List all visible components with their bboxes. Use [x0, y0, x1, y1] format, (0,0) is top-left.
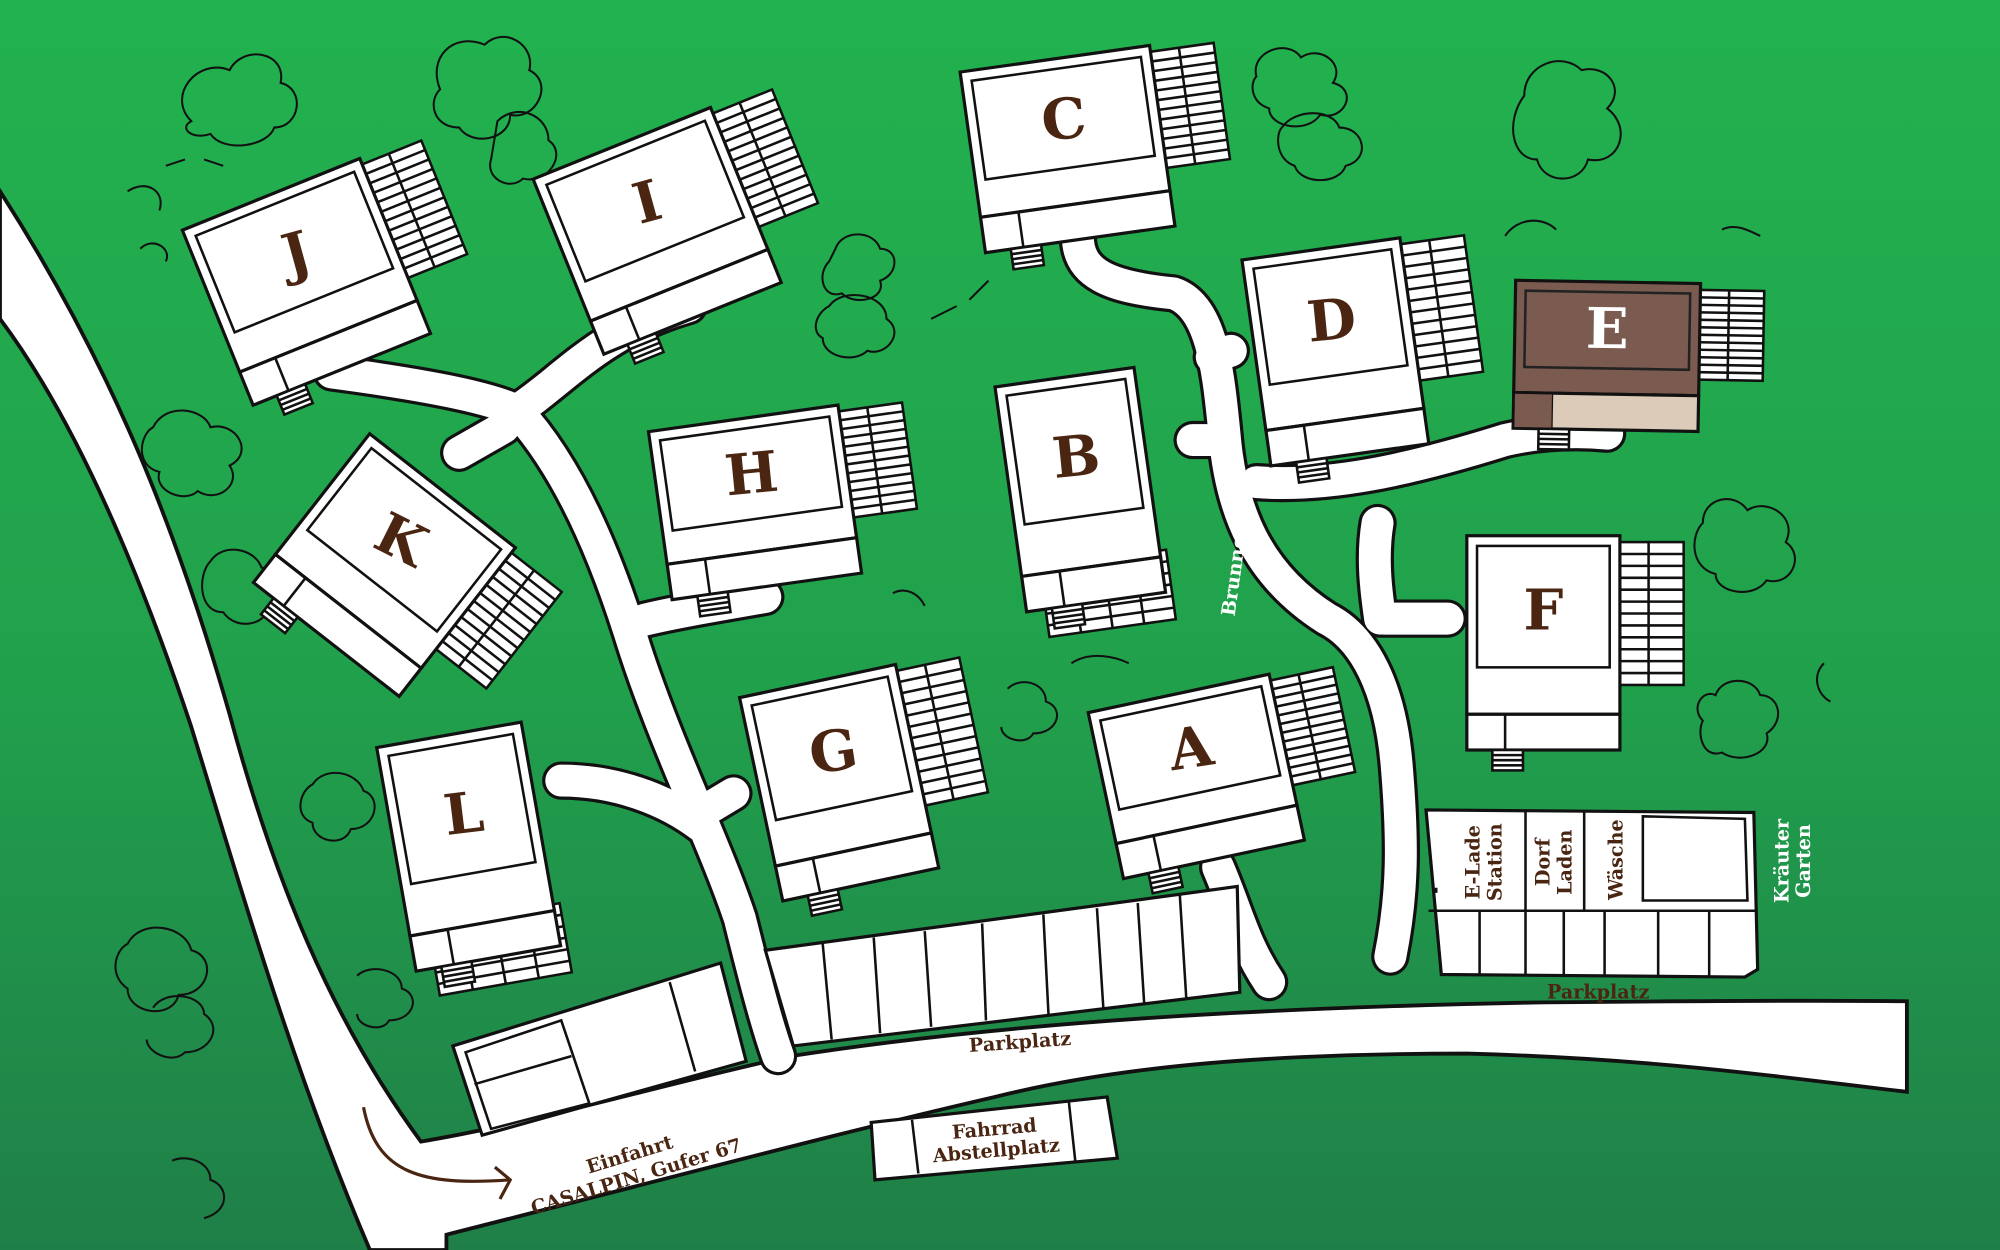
elade-line1: E-Lade	[1462, 825, 1485, 899]
building-k[interactable]: K	[241, 431, 566, 752]
elade-line2: Station	[1483, 823, 1506, 901]
entrance-arrow-icon	[361, 1106, 513, 1200]
building-label: E	[1585, 296, 1629, 363]
e-charging-label: E-Lade Station	[1462, 823, 1507, 901]
kraeuter-line1: Kräuter	[1770, 818, 1793, 903]
service-building-block	[1424, 808, 1760, 979]
dorf-line1: Dorf	[1532, 837, 1555, 886]
entrance-steps	[625, 331, 666, 366]
entrance-steps	[1294, 456, 1331, 485]
building-h[interactable]: H	[646, 396, 927, 620]
dorf-line2: Laden	[1553, 830, 1576, 895]
entrance-steps	[1146, 865, 1185, 895]
building-label: L	[440, 779, 487, 849]
building-b[interactable]: B	[993, 365, 1178, 640]
entrance-steps	[1050, 602, 1087, 630]
parking-block-left	[450, 960, 749, 1138]
entrance-steps	[1491, 748, 1525, 772]
entrance-steps	[259, 596, 300, 635]
kraeuter-line2: Garten	[1792, 824, 1815, 898]
entrance-steps	[275, 382, 315, 417]
trees	[114, 35, 1831, 1220]
building-i[interactable]: I	[531, 84, 848, 374]
building-label: F	[1523, 578, 1563, 644]
entrance-steps	[1009, 243, 1046, 271]
balcony-stairs	[1691, 288, 1766, 383]
main-road	[0, 187, 1909, 1250]
village-shop-label: Dorf Laden	[1532, 830, 1577, 895]
building-label: D	[1304, 285, 1359, 355]
building-l[interactable]: L	[374, 720, 574, 999]
balcony-stairs	[705, 87, 820, 231]
building-d[interactable]: D	[1240, 229, 1495, 486]
building-e[interactable]: E	[1511, 278, 1766, 453]
building-g[interactable]: G	[737, 651, 1006, 921]
entrance-steps	[806, 887, 844, 918]
parking-row-middle	[763, 884, 1242, 1048]
entrance-steps	[439, 959, 477, 989]
building-a[interactable]: A	[1086, 661, 1371, 899]
bike-parking	[869, 1095, 1120, 1182]
building-label: C	[1038, 85, 1089, 155]
building-label: G	[805, 716, 862, 788]
building-label: H	[722, 439, 781, 510]
herb-garden-label: Kräuter Garten	[1770, 818, 1815, 903]
building-c[interactable]: C	[958, 37, 1241, 273]
balcony-stairs	[1393, 233, 1485, 383]
building-label: B	[1049, 422, 1103, 492]
entrance-steps	[1536, 427, 1571, 451]
building-f[interactable]: F	[1465, 534, 1685, 772]
building-j[interactable]: J	[180, 135, 497, 425]
balcony-stairs	[831, 401, 919, 520]
entrance-steps	[695, 590, 732, 618]
laundry-label: Wäsche	[1604, 819, 1627, 901]
parkplatz-label-right: Parkplatz	[1547, 981, 1649, 1004]
balcony-stairs	[1612, 540, 1685, 687]
